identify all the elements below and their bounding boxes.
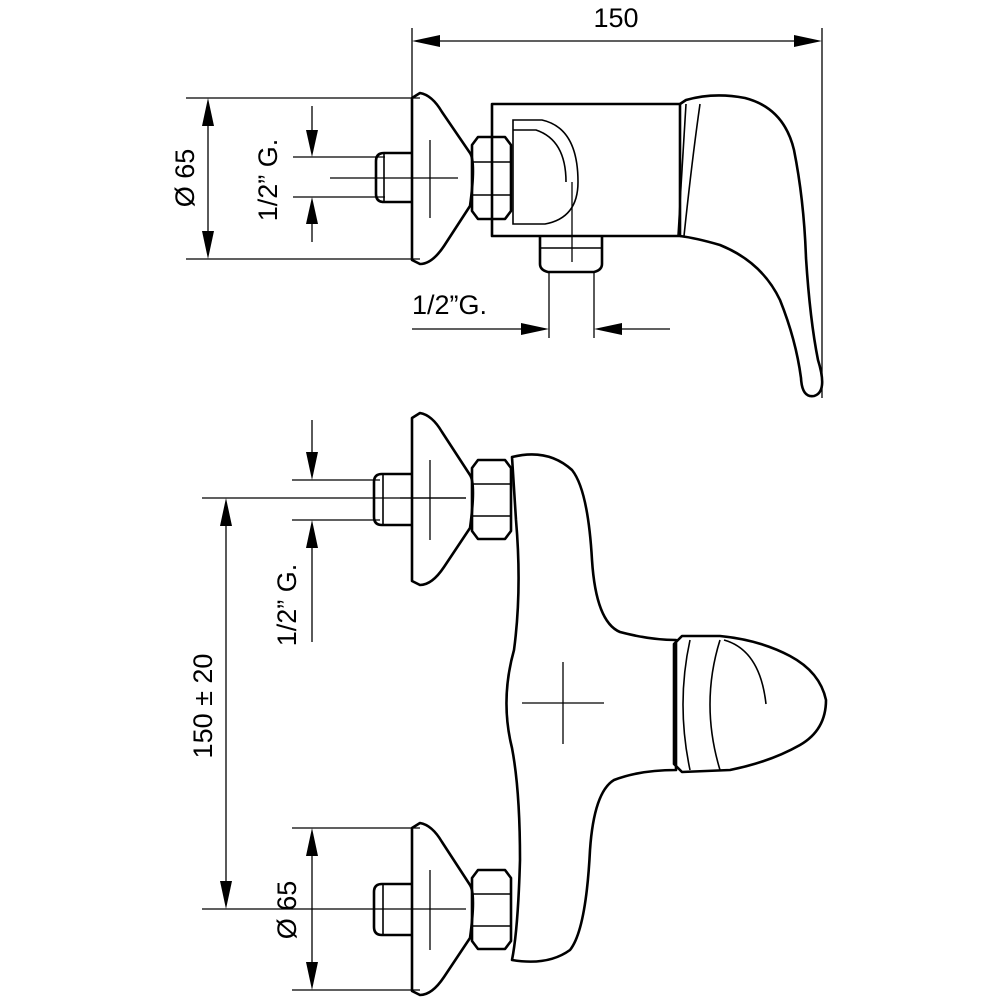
dim-top-diameter: Ø 65 xyxy=(170,97,420,260)
dim-top-inlet-thread-label: 1/2” G. xyxy=(253,139,283,222)
front-upper-nipple xyxy=(372,472,412,527)
dim-front-diameter-label: Ø 65 xyxy=(272,881,302,940)
front-lower-hex-nut xyxy=(470,868,513,951)
dim-top-outlet-thread-label: 1/2”G. xyxy=(412,290,487,320)
dim-top-outlet-thread: 1/2”G. xyxy=(412,272,670,338)
front-upper-escutcheon xyxy=(410,411,475,587)
front-view: 1/2” G. 150 ± 20 Ø 65 xyxy=(188,411,828,997)
dim-front-center-distance-label: 150 ± 20 xyxy=(188,654,218,759)
top-hex-nut xyxy=(470,135,513,221)
front-lower-nipple xyxy=(372,882,412,937)
dim-top-width-label: 150 xyxy=(593,3,638,33)
top-lever-handle xyxy=(679,94,824,398)
dim-front-inlet-thread-label: 1/2” G. xyxy=(272,564,302,647)
dim-front-diameter: Ø 65 xyxy=(272,827,420,991)
top-outlet-nipple xyxy=(538,236,604,274)
top-view: 150 Ø 65 1/2” G. xyxy=(170,3,824,398)
dim-top-width: 150 xyxy=(411,3,823,398)
dim-top-diameter-label: Ø 65 xyxy=(170,149,200,208)
dim-top-inlet-thread: 1/2” G. xyxy=(253,106,385,242)
front-handle-knob xyxy=(672,634,828,774)
front-upper-hex-nut xyxy=(470,458,513,541)
top-valve-body xyxy=(490,102,682,238)
dim-front-center-distance: 150 ± 20 xyxy=(188,497,466,910)
dim-front-inlet-thread: 1/2” G. xyxy=(272,420,380,646)
front-valve-body xyxy=(505,453,678,963)
